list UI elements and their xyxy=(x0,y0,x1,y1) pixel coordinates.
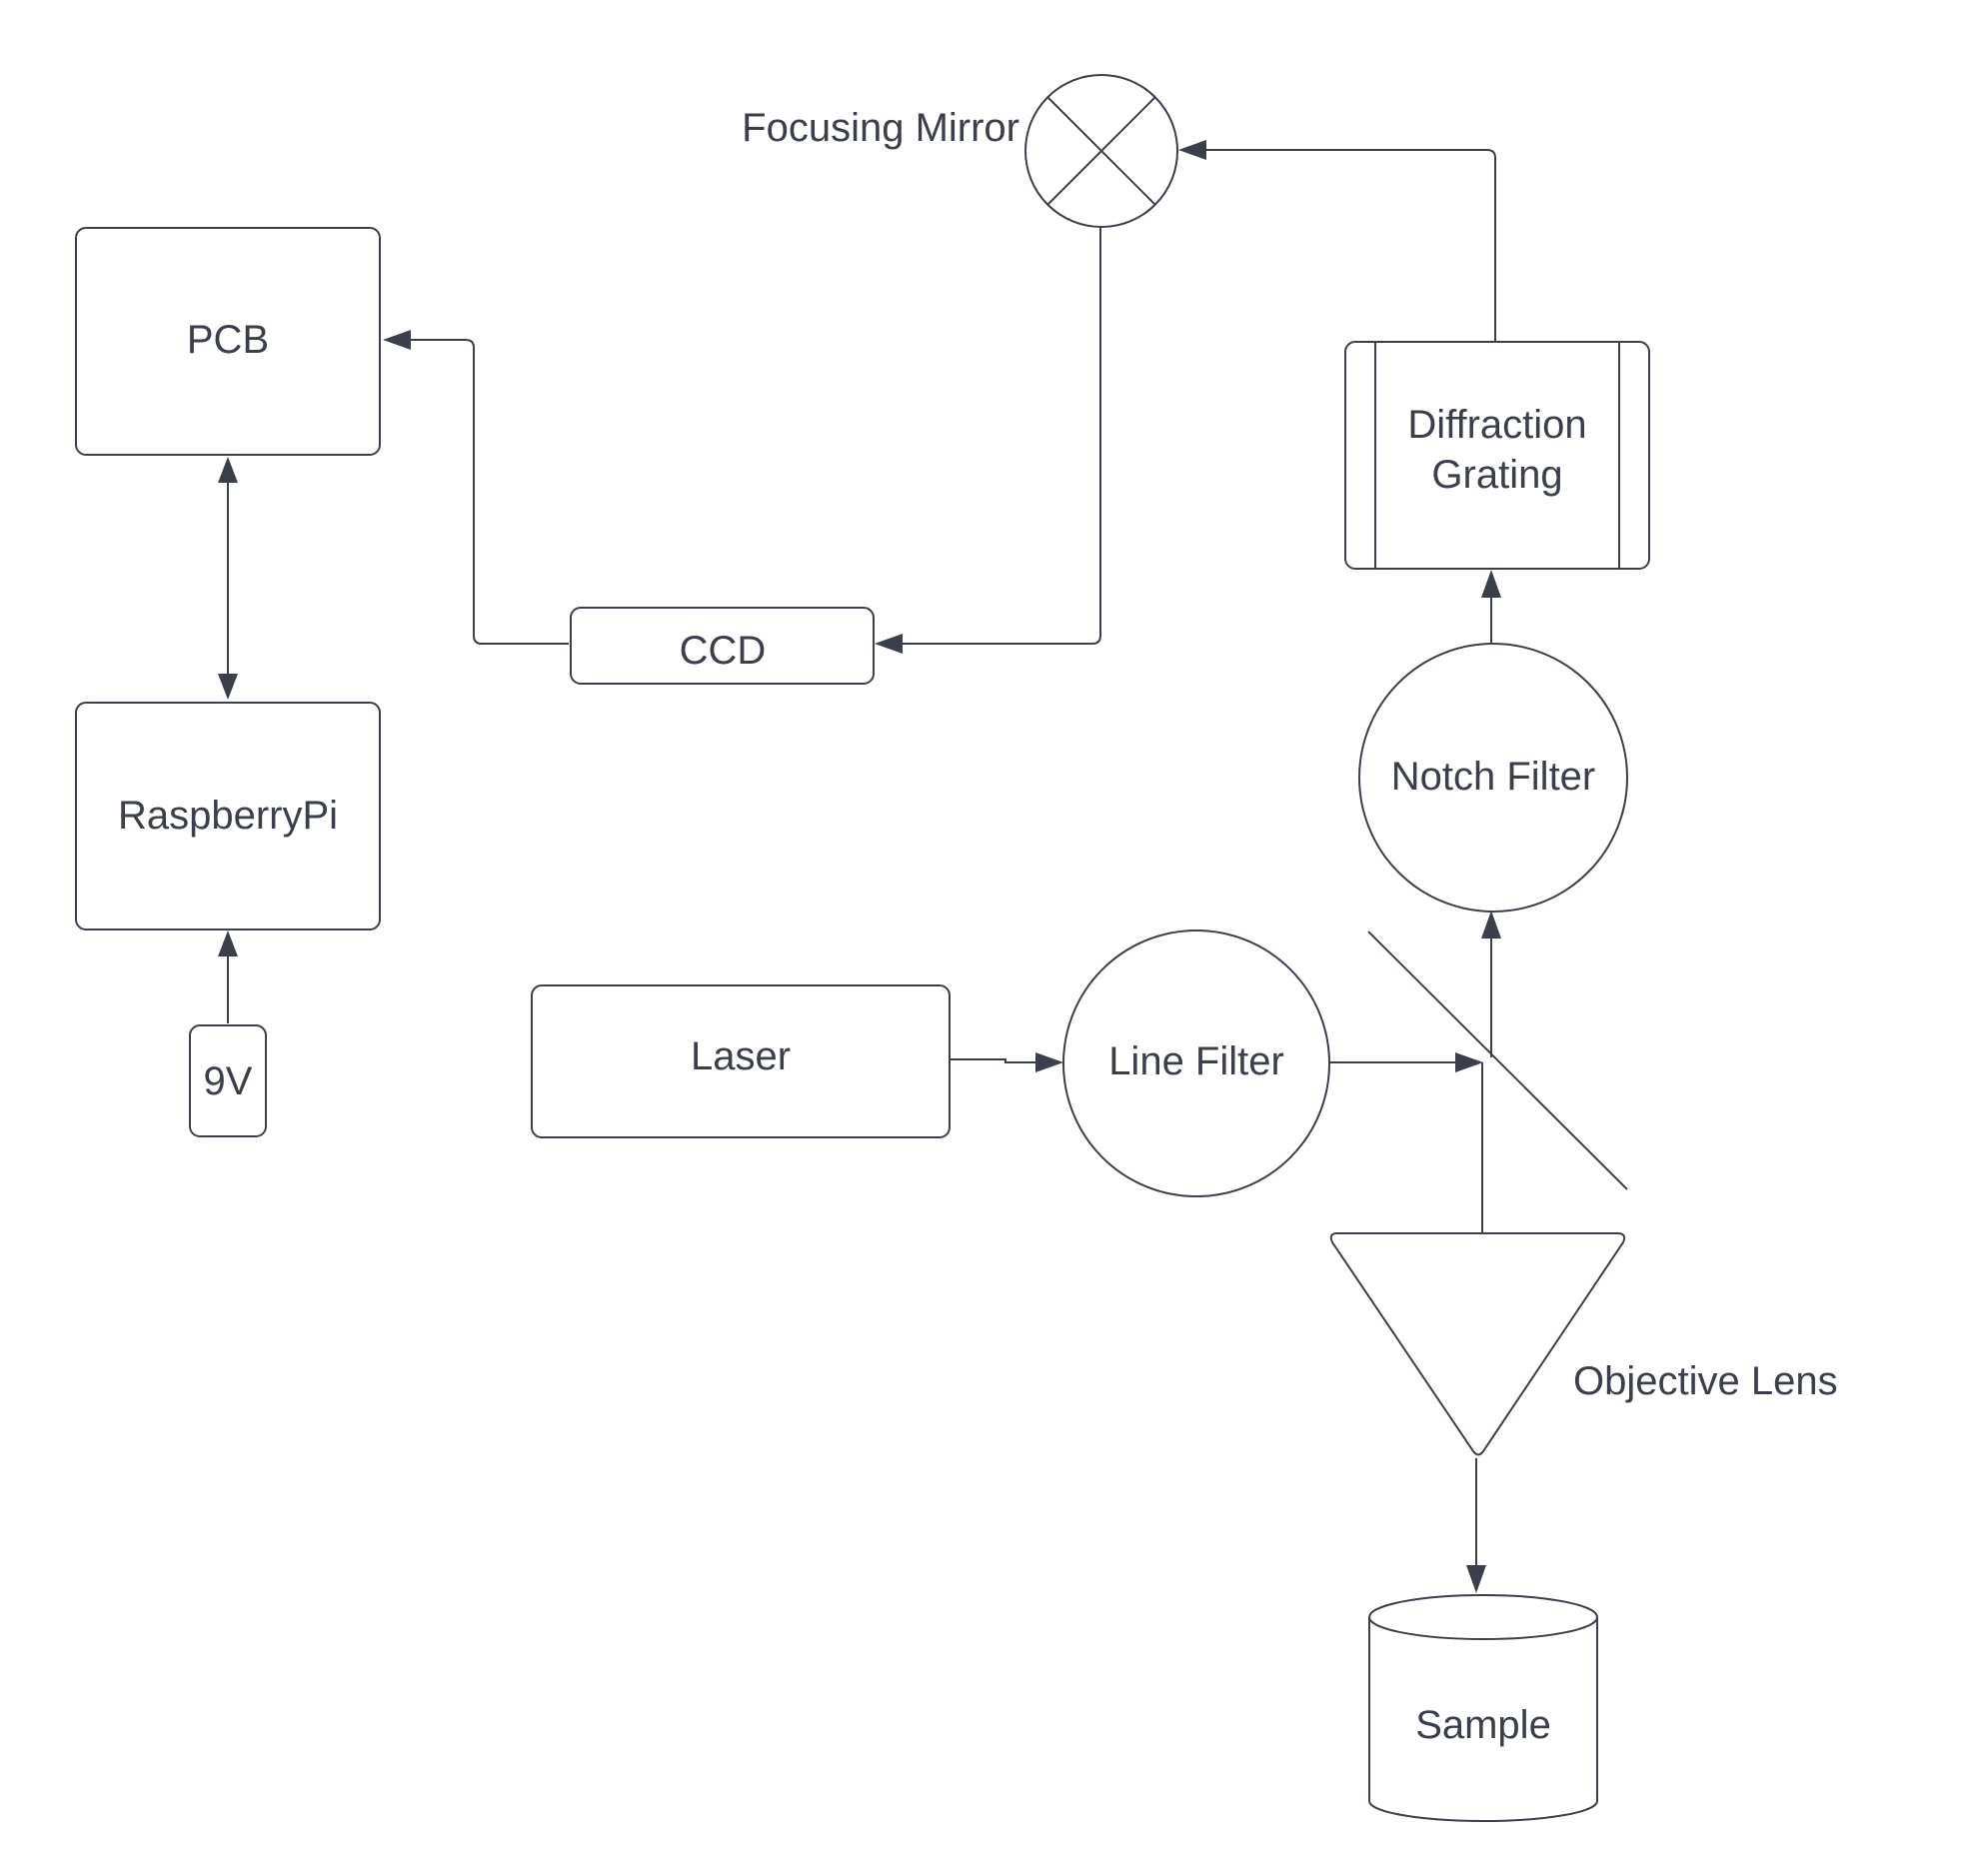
node-sample[interactable]: Sample xyxy=(1368,1594,1598,1822)
arrowhead-9v-to-raspberrypi xyxy=(218,931,238,956)
node-diffraction-grating[interactable]: Diffraction Grating xyxy=(1344,341,1650,570)
arrowhead-to-raspberrypi xyxy=(218,674,238,700)
arrowhead-splitter-to-notch xyxy=(1481,911,1501,938)
arrowhead-grating-to-mirror xyxy=(1178,140,1206,160)
beam-splitter-line xyxy=(1367,931,1628,1190)
edge-ccd-pcb xyxy=(408,339,569,645)
node-raspberrypi[interactable]: RaspberryPi xyxy=(75,702,381,931)
edge-laser-linefilter xyxy=(949,1058,1039,1063)
objective-lens-label: Objective Lens xyxy=(1573,1359,1838,1403)
battery-label: 9V xyxy=(204,1059,253,1103)
notch-filter-label: Notch Filter xyxy=(1391,755,1596,799)
edge-mirror-ccd xyxy=(900,227,1101,645)
raspberrypi-label: RaspberryPi xyxy=(118,794,338,838)
focusing-mirror-label: Focusing Mirror xyxy=(742,106,1019,150)
pcb-label: PCB xyxy=(187,318,269,362)
node-9v-battery[interactable]: 9V xyxy=(189,1024,267,1137)
laser-label: Laser xyxy=(691,1034,791,1078)
diffraction-grating-label-line2: Grating xyxy=(1431,453,1562,497)
node-notch-filter[interactable]: Notch Filter xyxy=(1358,643,1628,913)
ccd-label: CCD xyxy=(680,629,767,673)
arrowhead-linefilter-to-splitter xyxy=(1455,1052,1483,1072)
arrowhead-laser-to-linefilter xyxy=(1035,1052,1063,1072)
arrowhead-lens-to-sample xyxy=(1466,1565,1486,1593)
node-focusing-mirror[interactable] xyxy=(1024,74,1178,228)
node-laser[interactable]: Laser xyxy=(531,984,951,1138)
node-line-filter[interactable]: Line Filter xyxy=(1062,930,1330,1197)
node-pcb[interactable]: PCB xyxy=(75,227,381,456)
arrowhead-mirror-to-ccd xyxy=(875,634,903,654)
arrowhead-ccd-to-pcb xyxy=(383,330,411,350)
arrowhead-notch-to-grating xyxy=(1481,570,1501,598)
node-ccd[interactable]: CCD xyxy=(570,607,875,685)
arrowhead-to-pcb xyxy=(218,457,238,483)
sample-label: Sample xyxy=(1415,1703,1551,1747)
line-filter-label: Line Filter xyxy=(1108,1039,1284,1083)
edge-grating-mirror xyxy=(1204,149,1496,341)
node-objective-lens[interactable] xyxy=(1329,1232,1626,1456)
diffraction-grating-label-line1: Diffraction xyxy=(1407,403,1586,447)
